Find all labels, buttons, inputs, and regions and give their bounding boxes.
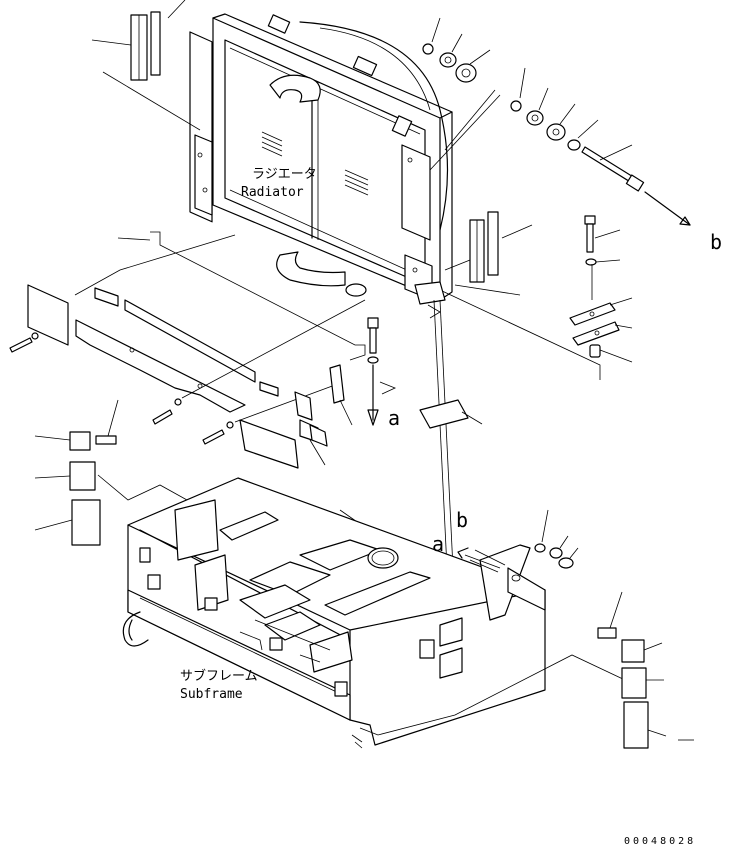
left-mount-blocks bbox=[34, 399, 206, 546]
radiator-label-jp: ラジエータ bbox=[252, 167, 317, 182]
callout-a-upper: a bbox=[388, 406, 401, 430]
subframe-assembly bbox=[122, 477, 626, 749]
radiator-label-en: Radiator bbox=[241, 185, 304, 200]
subframe-label-en: Subframe bbox=[180, 687, 243, 702]
upper-right-hardware bbox=[422, 17, 691, 226]
radiator-assembly bbox=[189, 13, 453, 301]
callout-b-upper: b bbox=[710, 230, 723, 254]
callout-a-lower: a bbox=[432, 532, 445, 556]
lower-right-mount-blocks bbox=[597, 591, 694, 749]
core-fin-marks bbox=[261, 131, 369, 196]
lower-panels bbox=[9, 231, 397, 469]
right-mount-stack bbox=[414, 211, 633, 380]
callout-b-lower: b bbox=[456, 508, 469, 532]
drawing-number: 00048028 bbox=[624, 836, 697, 847]
upper-left-mounts bbox=[91, 0, 201, 131]
subframe-label-jp: サブフレーム bbox=[180, 669, 258, 684]
